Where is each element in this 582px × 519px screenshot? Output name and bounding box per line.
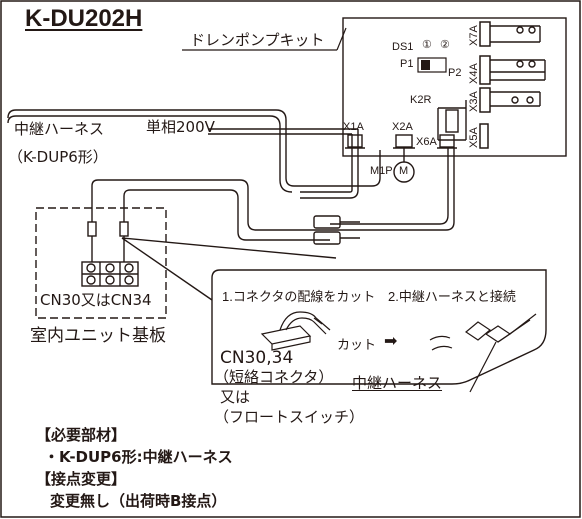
m1p-label: M1P xyxy=(370,165,393,177)
contact-heading: 【接点変更】 xyxy=(36,470,127,488)
callout-line-1 xyxy=(121,237,213,301)
x5a-label: X5A xyxy=(468,127,480,148)
short-connector-line4: （フロートスイッチ） xyxy=(214,408,365,426)
short-connector-drawing xyxy=(260,311,331,351)
indoor-board-dashed xyxy=(35,207,167,319)
power-line xyxy=(208,128,359,199)
step-2: 2.中継ハーネスと接続 xyxy=(388,289,516,304)
kit-label-pointer xyxy=(336,27,347,51)
bottom-connectors xyxy=(345,134,457,149)
short-connector-line2: （短絡コネクタ） xyxy=(214,368,334,386)
switch-contacts xyxy=(490,25,546,107)
splice-sleeve-2 xyxy=(313,231,341,245)
x5a-block xyxy=(479,123,489,149)
step-1: 1.コネクタの配線をカット xyxy=(222,289,376,304)
connector-block xyxy=(81,261,139,287)
ds1-pos2: ② xyxy=(440,39,450,51)
contact-item: 変更無し（出荷時B接点） xyxy=(50,492,227,510)
harness-cable xyxy=(7,109,455,231)
callout-line-2 xyxy=(121,237,337,259)
p1-label: P1 xyxy=(400,58,414,70)
x2a-label: X2A xyxy=(392,121,413,133)
cut-label: カット xyxy=(337,337,377,352)
x1a-label: X1A xyxy=(343,121,364,133)
model-title: K-DU202H xyxy=(25,5,143,32)
k2r-label: K2R xyxy=(410,94,432,106)
cut-arrow: ➡ xyxy=(384,333,398,350)
ds1-label: DS1 xyxy=(392,41,414,53)
detail-box xyxy=(211,269,547,385)
board-label: 室内ユニット基板 xyxy=(30,326,166,346)
x7a-label: X7A xyxy=(468,25,480,46)
harness-callout-leader xyxy=(469,341,497,393)
short-connector-line1: CN30,34 xyxy=(220,348,294,368)
harness-connection-drawing xyxy=(429,313,537,351)
connector-label: CN30又はCN34 xyxy=(40,291,152,309)
required-item: ・K-DUP6形:中継ハーネス xyxy=(44,448,233,466)
power-label: 単相200V xyxy=(146,118,215,136)
x3a-label: X3A xyxy=(468,91,480,112)
x4a-label: X4A xyxy=(468,63,480,84)
harness-model: （K-DUP6形） xyxy=(8,148,108,166)
ds1-switch xyxy=(417,57,447,73)
required-heading: 【必要部材】 xyxy=(36,426,127,444)
harness-label: 中継ハーネス xyxy=(14,120,105,138)
ds1-knob xyxy=(421,60,430,70)
right-terminal-blocks xyxy=(479,21,491,113)
ds1-pos1: ① xyxy=(422,39,432,51)
kit-label: ドレンポンプキット xyxy=(190,31,325,49)
k2r-relay xyxy=(437,100,467,141)
board-wires xyxy=(91,179,330,262)
short-connector-line3: 又は xyxy=(220,388,251,406)
p2-label: P2 xyxy=(448,67,462,79)
harness-callout: 中継ハーネス xyxy=(352,374,443,392)
x6a-label: X6A xyxy=(416,136,437,148)
splice-sleeve-1 xyxy=(313,215,341,229)
motor-symbol: M xyxy=(399,165,409,177)
